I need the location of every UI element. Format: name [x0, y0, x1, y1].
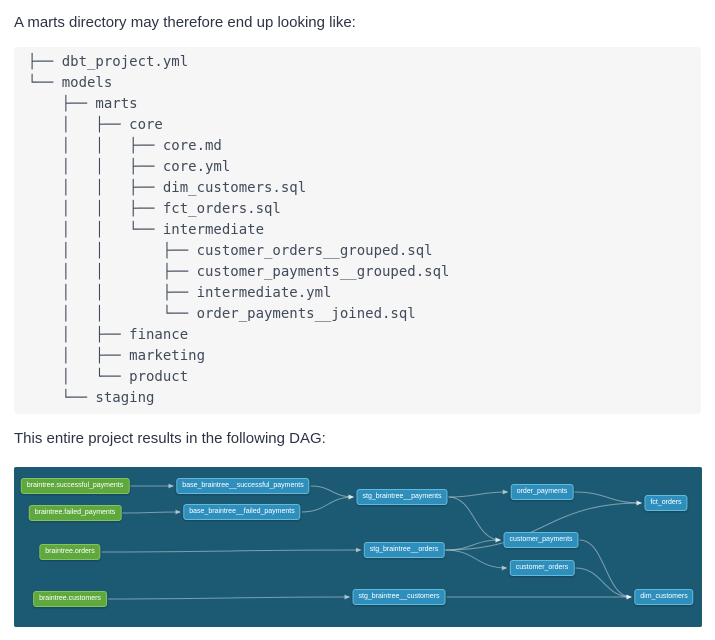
dag-node-stg-braintree-orders: stg_braintree__orders — [363, 542, 445, 558]
dag-edge-sbo-fo — [445, 500, 642, 551]
dag-caption: This entire project results in the follo… — [14, 430, 326, 447]
dag-edge-sbp-cp — [448, 496, 501, 543]
dag-edge-sbp-op — [448, 489, 509, 498]
dag-image: braintree.successful_payments braintree.f… — [14, 467, 702, 627]
dag-node-fct-orders: fct_orders — [644, 495, 688, 511]
dag-edge-sbo-co — [445, 549, 508, 571]
dag-edge-bbfp-sbp — [301, 494, 354, 513]
dag-node-braintree-successful-payments: braintree.successful_payments — [20, 478, 130, 494]
dag-node-customer-payments: customer_payments — [503, 532, 579, 548]
docs-content: A marts directory may therefore end up l… — [14, 14, 702, 627]
dag-edge-op-fo — [574, 491, 642, 506]
dag-node-base-braintree-successful-payments: base_braintree__successful_payments — [176, 478, 310, 494]
dag-edge-sbo-cp — [445, 537, 501, 551]
dag-node-order-payments: order_payments — [510, 484, 574, 500]
dag-edges — [101, 483, 642, 600]
dag-node-braintree-failed-payments: braintree.failed_payments — [28, 505, 122, 521]
dag-node-braintree-customers: braintree.customers — [33, 591, 107, 607]
dag-edge-bo-sbo — [101, 547, 362, 553]
dag-edge-cp-dc — [579, 539, 632, 600]
directory-tree-code-block: ├── dbt_project.yml └── models ├── marts… — [14, 47, 701, 414]
dag-node-braintree-orders: braintree.orders — [39, 544, 101, 560]
dag-edge-bbsp-sbp — [310, 485, 354, 500]
dag-node-customer-orders: customer_orders — [509, 560, 575, 576]
dag-edge-bc-sbc — [107, 594, 351, 600]
intro-text: A marts directory may therefore end up l… — [14, 14, 356, 31]
dag-node-stg-braintree-payments: stg_braintree__payments — [356, 489, 448, 505]
dag-edge-co-dc — [575, 567, 632, 600]
dag-node-stg-braintree-customers: stg_braintree__customers — [352, 589, 446, 605]
dag-node-base-braintree-failed-payments: base_braintree__failed_payments — [183, 504, 301, 520]
dag-node-dim-customers: dim_customers — [634, 589, 694, 605]
dag-edge-bfp-bbfp — [122, 509, 181, 515]
